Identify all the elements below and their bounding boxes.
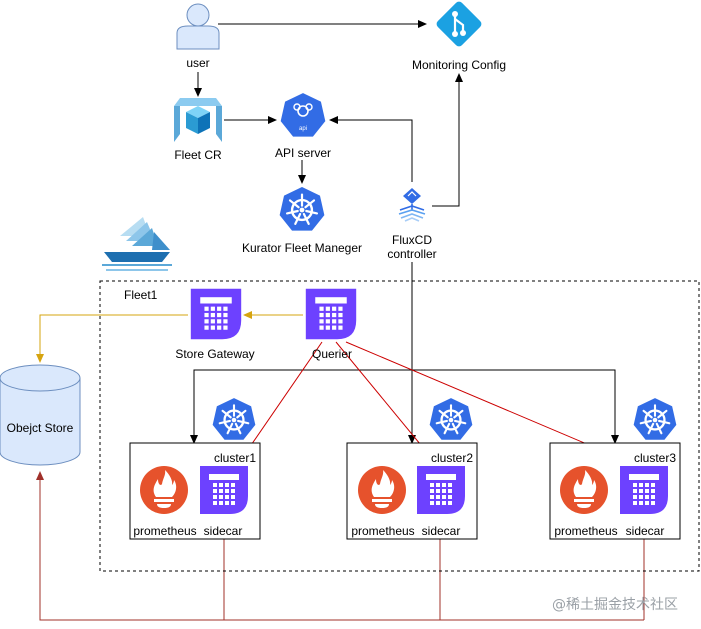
edge-sidecars-to-object-store bbox=[36, 471, 225, 621]
edge-store-gateway-to-object-store bbox=[36, 314, 188, 363]
cluster2-prometheus-label: prometheus bbox=[351, 524, 415, 538]
fleet1-boundary bbox=[99, 280, 700, 572]
cluster3-prometheus-label: prometheus bbox=[554, 524, 618, 538]
object-store-label: Obejct Store bbox=[6, 421, 74, 435]
cluster3-label: cluster3 bbox=[634, 451, 677, 465]
cluster1-label: cluster1 bbox=[214, 451, 257, 465]
monitoring-config-label: Monitoring Config bbox=[411, 58, 507, 72]
kurator-fleet-manager-label: Kurator Fleet Maneger bbox=[241, 241, 363, 255]
kubernetes-icon bbox=[427, 395, 475, 442]
user-icon bbox=[176, 3, 220, 50]
store-gateway-label: Store Gateway bbox=[175, 347, 255, 361]
watermark: @稀土掘金技术社区 bbox=[552, 597, 678, 613]
cube-icon bbox=[174, 98, 222, 142]
cluster1-prometheus-label: prometheus bbox=[133, 524, 197, 538]
prometheus-icon bbox=[358, 466, 406, 514]
prometheus-icon bbox=[140, 466, 188, 514]
thanos-icon bbox=[620, 466, 668, 514]
thanos-icon bbox=[200, 466, 248, 514]
user-label: user bbox=[186, 56, 210, 70]
cluster2-sidecar-label: sidecar bbox=[421, 524, 461, 538]
thanos-icon bbox=[417, 466, 465, 514]
cluster1-sidecar-label: sidecar bbox=[203, 524, 243, 538]
api-server-label: API server bbox=[274, 146, 332, 160]
thanos-icon bbox=[305, 288, 357, 340]
querier-label: Querier bbox=[311, 347, 353, 361]
cluster2-label: cluster2 bbox=[431, 451, 474, 465]
fluxcd-controller-label: controller bbox=[387, 247, 437, 261]
fleet-cr-label: Fleet CR bbox=[174, 148, 222, 162]
api-badge-text: api bbox=[299, 126, 307, 132]
cluster3-sidecar-label: sidecar bbox=[625, 524, 665, 538]
cylinder-icon bbox=[0, 364, 81, 466]
edge-fluxcd-to-api-server bbox=[329, 116, 413, 182]
kubernetes-icon bbox=[631, 395, 679, 442]
sailboats-icon bbox=[102, 217, 172, 271]
thanos-icon bbox=[190, 288, 242, 340]
fluxcd-label: FluxCD bbox=[391, 233, 433, 247]
kubernetes-icon bbox=[210, 395, 258, 442]
fleet1-label: Fleet1 bbox=[124, 288, 158, 302]
edge-fleet-to-cluster1 bbox=[190, 369, 412, 444]
kubernetes-api-icon bbox=[278, 90, 328, 139]
fluxcd-icon bbox=[398, 188, 426, 222]
edge-fluxcd-to-monitoring-config bbox=[432, 73, 463, 207]
prometheus-icon bbox=[560, 466, 608, 514]
kubernetes-icon bbox=[277, 184, 327, 233]
git-icon bbox=[436, 1, 482, 47]
edge-fleet-to-cluster3 bbox=[412, 369, 619, 444]
